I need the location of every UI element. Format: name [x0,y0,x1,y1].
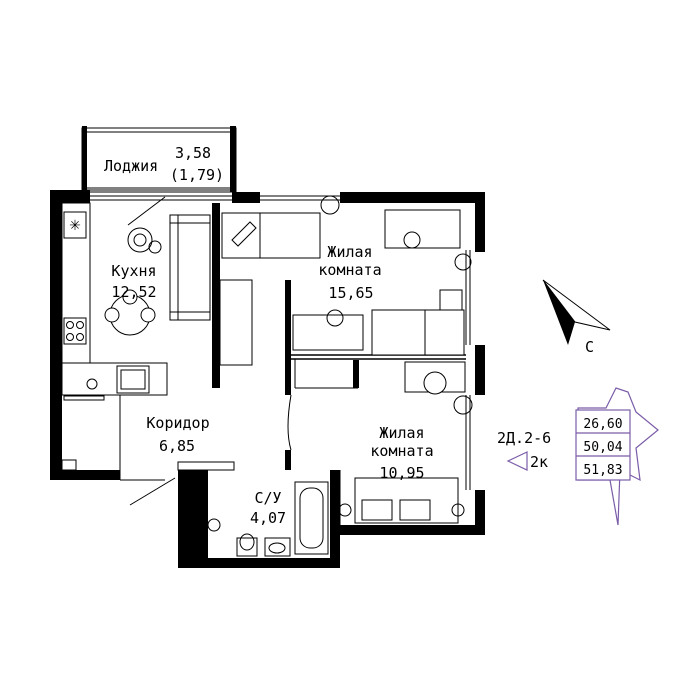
bathroom-name: С/У [254,489,281,507]
apartment-code: 2Д.2-6 [497,429,551,447]
kitchen-furniture: ✳ [61,196,211,401]
loggia-area: 3,58 [175,144,211,162]
type-arrow-icon [506,451,528,471]
bathroom-area: 4,07 [250,509,286,527]
living-room-2-name-line2: комната [370,442,433,460]
compass-north-label: С [585,338,594,356]
loggia-name: Лоджия [104,157,158,175]
kitchen-area: 12,52 [111,283,156,301]
living-room-1-area: 15,65 [328,284,373,302]
loggia [81,126,237,194]
area-total: 50,04 [583,440,622,455]
living-room-2-area: 10,95 [379,464,424,482]
loggia-area-reduced: (1,79) [170,166,224,184]
living-room-1-furniture [221,195,472,356]
apartment-info: 2Д.2-6 2к 26,60 50,04 51,83 [497,387,659,526]
apartment-type: 2к [530,453,548,471]
svg-text:✳: ✳ [69,218,81,234]
kitchen-name: Кухня [111,262,156,280]
compass: С [542,279,611,356]
bathroom-fixtures [207,481,329,557]
living-room-2-name-line1: Жилая [379,424,424,442]
area-living: 26,60 [583,417,622,432]
corridor-name: Коридор [146,414,209,432]
corridor-furniture [61,279,253,506]
outer-walls [50,190,485,568]
corridor-area: 6,85 [159,437,195,455]
area-with-loggia: 51,83 [583,463,622,478]
living-room-2-furniture [287,361,473,524]
living-room-1-name-line2: комната [318,261,381,279]
living-room-1-name-line1: Жилая [327,243,372,261]
area-badge-star-icon [577,387,659,526]
room-labels: Лоджия 3,58 (1,79) Кухня 12,52 Жилая ком… [104,144,434,527]
